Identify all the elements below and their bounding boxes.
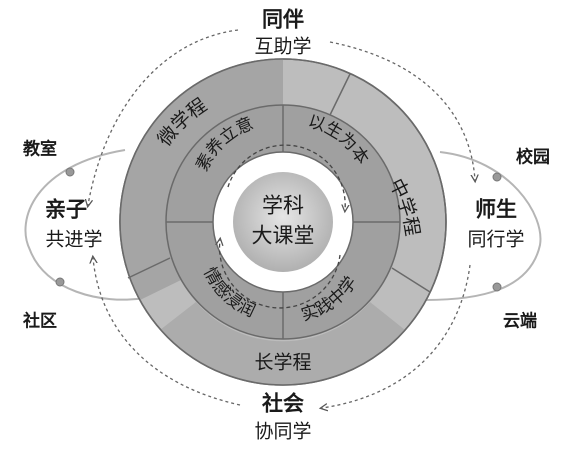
- node-top-title: 同伴: [262, 6, 304, 32]
- cycle-arrow-top-left: [88, 29, 239, 205]
- outer-divider-right: [391, 267, 431, 293]
- node-top-subtitle: 互助学: [254, 35, 312, 58]
- right-lens: [424, 151, 542, 301]
- outer-label-bottom: 长学程: [254, 351, 312, 374]
- place-dot-top-left: [65, 167, 75, 177]
- place-top-left: 教室: [23, 139, 57, 160]
- center-core: [233, 172, 333, 272]
- left-lens: [24, 149, 146, 301]
- cycle-arrow-top-right: [329, 41, 475, 180]
- node-bottom-subtitle: 协同学: [254, 420, 312, 443]
- place-dot-bottom-left: [55, 277, 65, 287]
- place-dot-top-right: [492, 172, 502, 182]
- place-dot-bottom-right: [492, 282, 502, 292]
- place-bottom-left: 社区: [23, 311, 57, 332]
- center-title-line1: 学科: [262, 193, 304, 218]
- outer-divider-top: [329, 73, 351, 116]
- inner-arrow-top: [227, 144, 345, 210]
- place-top-right: 校园: [516, 147, 550, 168]
- node-right-title: 师生: [475, 196, 517, 222]
- node-right-subtitle: 同行学: [467, 228, 525, 251]
- node-bottom-title: 社会: [262, 390, 304, 416]
- outer-divider-left: [127, 257, 171, 279]
- inner-arrow-bottom: [220, 240, 341, 309]
- outer-ring-shade: [120, 59, 283, 300]
- outer-ring-shade-bottom: [160, 302, 405, 386]
- node-left-title: 亲子: [45, 196, 87, 222]
- place-bottom-right: 云端: [503, 311, 537, 332]
- center-title-line2: 大课堂: [251, 223, 315, 248]
- node-left-subtitle: 共进学: [45, 228, 103, 251]
